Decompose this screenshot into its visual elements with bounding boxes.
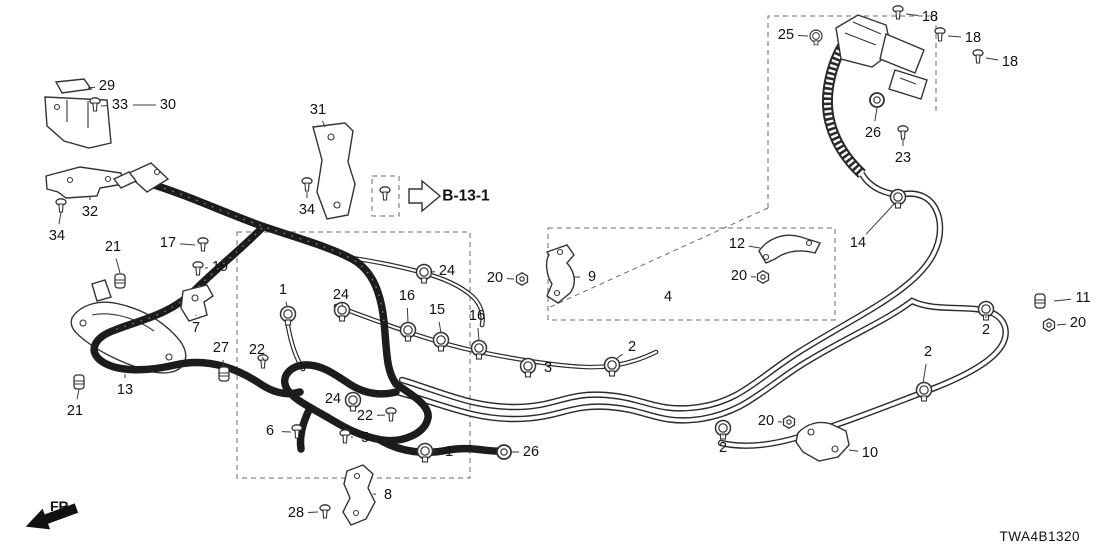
leader-line-15 <box>438 321 442 334</box>
callout-1: 1 <box>278 281 288 298</box>
callout-26: 26 <box>522 443 540 460</box>
leader-line-16 <box>477 327 480 342</box>
callout-2: 2 <box>981 321 991 338</box>
leader-line-34 <box>58 211 62 225</box>
callout-3: 3 <box>543 359 553 376</box>
callout-6: 6 <box>265 422 275 439</box>
callout-32: 32 <box>81 203 99 220</box>
callout-20: 20 <box>1069 314 1087 331</box>
callout-24: 24 <box>438 262 456 279</box>
callout-12: 12 <box>728 235 746 252</box>
callout-18: 18 <box>921 8 939 25</box>
callout-11: 11 <box>1075 289 1091 306</box>
callout-24: 24 <box>324 390 342 407</box>
callout-9: 9 <box>587 268 597 285</box>
callout-B-13-1: B-13-1 <box>442 187 490 205</box>
callout-8: 8 <box>383 486 393 503</box>
callout-2: 2 <box>923 343 933 360</box>
leader-line-29 <box>87 86 96 89</box>
callout-13: 13 <box>116 381 134 398</box>
callout-26: 26 <box>864 124 882 141</box>
callout-15: 15 <box>428 301 446 318</box>
leader-line-20 <box>1056 323 1067 326</box>
leader-lines <box>58 13 1072 513</box>
callout-34: 34 <box>48 227 66 244</box>
callout-22: 22 <box>356 407 374 424</box>
callout-21: 21 <box>104 238 122 255</box>
charge-connector-assembly <box>835 14 928 100</box>
leader-line-16 <box>406 307 409 324</box>
leader-line-12 <box>748 245 761 249</box>
b13-reference <box>371 175 442 217</box>
bracket-29 <box>54 78 93 94</box>
callout-17: 17 <box>159 234 177 251</box>
leader-line-2 <box>615 353 623 360</box>
callout-23: 23 <box>894 149 912 166</box>
leader-line-17 <box>179 243 196 246</box>
brackets <box>44 14 928 526</box>
callout-5: 5 <box>360 429 370 446</box>
leader-line-21 <box>76 388 80 400</box>
leader-line-26 <box>874 107 878 122</box>
callout-20: 20 <box>486 269 504 286</box>
callout-22: 22 <box>248 341 266 358</box>
bracket-8 <box>342 464 376 526</box>
callout-24: 24 <box>332 286 350 303</box>
callout-2: 2 <box>627 338 637 355</box>
bracket-12 <box>758 234 821 264</box>
leader-line-24 <box>341 302 343 307</box>
leader-line-1 <box>285 301 288 307</box>
bracket-9 <box>545 244 575 304</box>
callout-16: 16 <box>468 307 486 324</box>
callout-19: 19 <box>211 258 229 275</box>
fr-label: FR. <box>50 498 73 514</box>
diagram-code: TWA4B1320 <box>999 529 1080 544</box>
callout-10: 10 <box>861 444 879 461</box>
callout-29: 29 <box>98 77 116 94</box>
callout-16: 16 <box>398 287 416 304</box>
leader-line-14 <box>865 203 895 235</box>
callout-4: 4 <box>663 288 673 305</box>
callout-30: 30 <box>159 96 177 113</box>
leader-line-27 <box>222 359 225 368</box>
callout-7: 7 <box>191 319 201 336</box>
callout-18: 18 <box>1001 53 1019 70</box>
leader-line-18 <box>985 57 999 61</box>
harness-connector <box>112 162 170 193</box>
callout-33: 33 <box>111 96 129 113</box>
leader-line-31 <box>322 120 326 128</box>
leader-line-2 <box>922 363 927 384</box>
corrugated-hose <box>821 39 866 179</box>
callout-21: 21 <box>66 402 84 419</box>
leader-line-25 <box>797 35 809 37</box>
callout-25: 25 <box>777 26 795 43</box>
leader-line-22 <box>261 356 265 361</box>
bracket-7 <box>180 284 214 322</box>
fr-arrow-icon <box>25 503 79 530</box>
callout-31: 31 <box>309 101 327 118</box>
reference-arrow-icon <box>408 179 442 213</box>
leader-line-18 <box>947 35 962 38</box>
leader-line-18 <box>905 13 919 16</box>
leader-line-28 <box>307 511 319 513</box>
callout-20: 20 <box>757 412 775 429</box>
bracket-10 <box>795 421 850 462</box>
callout-34: 34 <box>298 201 316 218</box>
leader-line-10 <box>848 449 859 452</box>
callout-1: 1 <box>444 443 454 460</box>
callout-14: 14 <box>849 234 867 251</box>
bracket-31 <box>312 122 356 220</box>
callout-27: 27 <box>212 339 230 356</box>
coolant-pipes <box>393 170 1009 449</box>
callout-20: 20 <box>730 267 748 284</box>
callout-28: 28 <box>287 504 305 521</box>
leader-line-11 <box>1053 298 1072 302</box>
callout-18: 18 <box>964 29 982 46</box>
bracket-32 <box>45 166 124 199</box>
callout-2: 2 <box>718 439 728 456</box>
leader-line-21 <box>115 258 121 274</box>
